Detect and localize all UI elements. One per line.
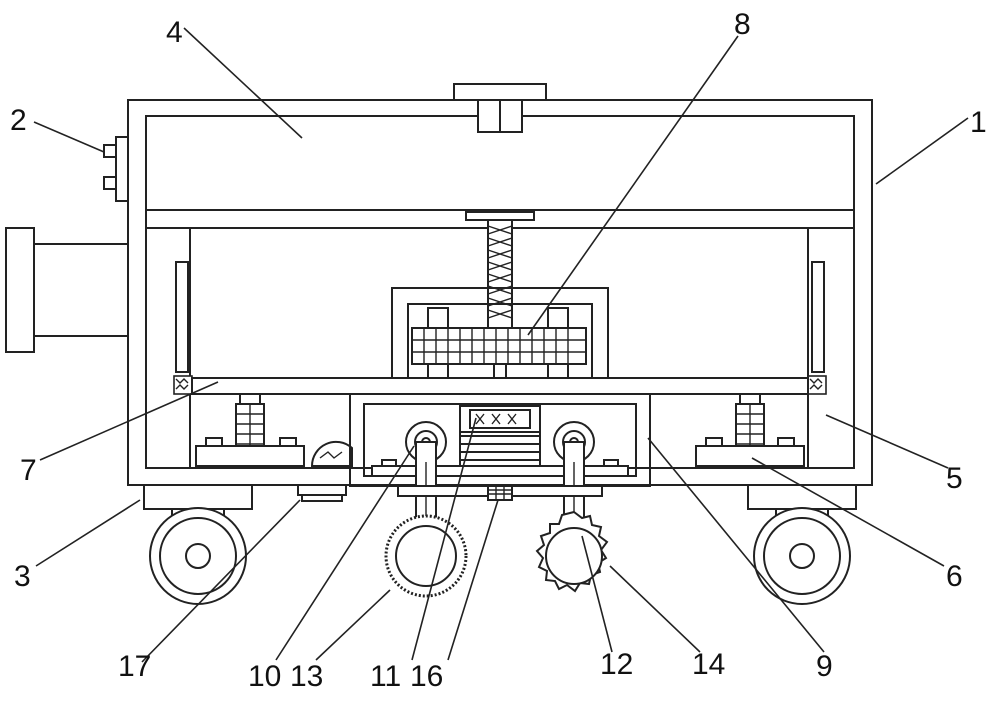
carriage (349, 393, 651, 487)
label-6: 6 (946, 560, 963, 593)
label-4: 4 (166, 16, 183, 49)
lift-plate (191, 377, 809, 395)
label-1: 1 (970, 106, 987, 139)
label-14: 14 (692, 648, 725, 681)
bottom-fixtures (297, 484, 603, 502)
label-16: 16 (410, 660, 443, 693)
label-9: 9 (816, 650, 833, 683)
label-12: 12 (600, 648, 633, 681)
left-wheel (143, 484, 253, 605)
right-wheel (747, 484, 857, 605)
bristle-brush (384, 514, 468, 598)
saw-blade (535, 510, 609, 593)
top-tank (146, 83, 854, 229)
screw-gearbox (391, 211, 609, 379)
label-13: 13 (290, 660, 323, 693)
label-17: 17 (118, 650, 151, 683)
label-8: 8 (734, 8, 751, 41)
label-7: 7 (20, 454, 37, 487)
dampers (195, 393, 805, 467)
leader-lines (33, 27, 969, 663)
label-3: 3 (14, 560, 31, 593)
label-5: 5 (946, 462, 963, 495)
label-11: 11 (370, 660, 401, 693)
label-2: 2 (10, 104, 27, 137)
control-box (103, 136, 129, 202)
reference-labels: 1 2 3 4 5 6 7 8 9 10 13 11 16 12 14 17 (10, 8, 987, 693)
side-outlet (5, 227, 129, 353)
label-10: 10 (248, 660, 281, 693)
